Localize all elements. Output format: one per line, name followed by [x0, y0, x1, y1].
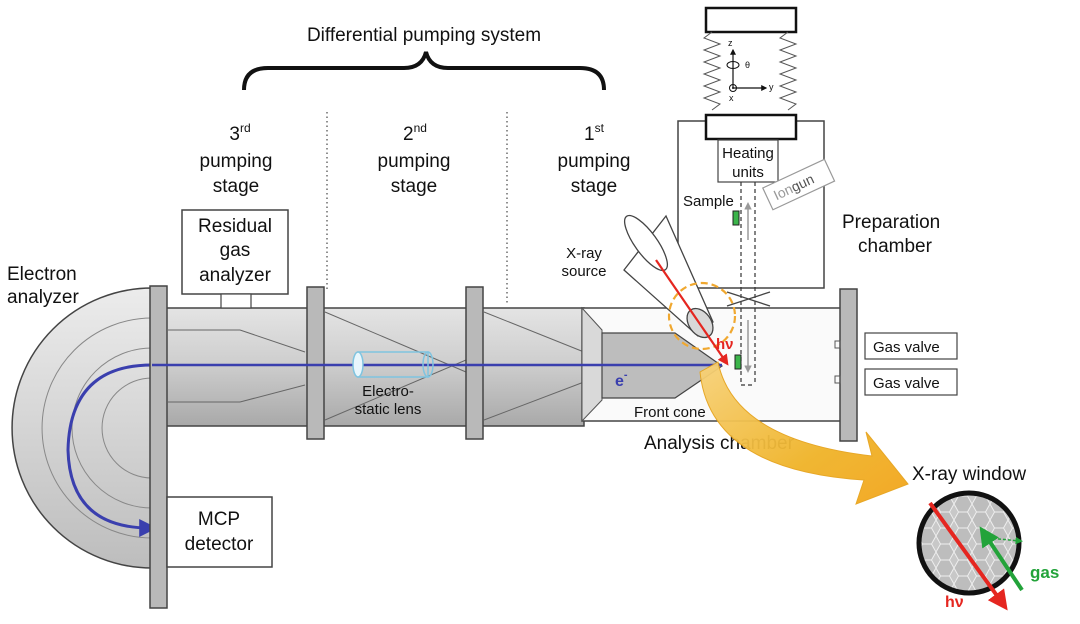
window-gas-flow [979, 526, 1024, 592]
electron-analyzer-label-1: Electron [7, 264, 77, 285]
svg-text:x: x [729, 93, 734, 103]
svg-text:stage: stage [571, 176, 617, 197]
sample-analysis-position [734, 354, 742, 370]
gas-valve-1[interactable]: Gas valve [864, 332, 958, 360]
window-gas-label: gas [1030, 563, 1059, 582]
rga-label-3: analyzer [199, 265, 271, 286]
flange-stage-3 [306, 286, 325, 440]
sample-label: Sample [683, 193, 734, 210]
residual-gas-analyzer [181, 209, 289, 295]
hv-label: hν [716, 336, 734, 353]
axes-indicator: z θ y x [726, 38, 774, 103]
electron-analyzer-label-2: analyzer [7, 287, 79, 308]
lens-label-2: static lens [355, 401, 422, 418]
transfer-tube [165, 307, 585, 427]
svg-text:z: z [728, 38, 733, 48]
rga-label-2: gas [220, 240, 251, 261]
heating-units [717, 139, 779, 183]
manipulator-top-flange [704, 6, 798, 34]
electrostatic-lens [352, 351, 434, 378]
svg-text:1st: 1st [584, 121, 605, 145]
svg-text:Gas valve: Gas valve [873, 375, 940, 392]
gas-diffusion-arrow [987, 536, 1023, 545]
window-hv-label: hν [945, 594, 964, 611]
svg-text:y: y [769, 82, 774, 92]
electron-symbol: e- [615, 369, 628, 390]
front-cone-label: Front cone [634, 404, 706, 421]
bellows-right [778, 31, 798, 111]
gate-valve [726, 291, 771, 307]
rga-port [220, 293, 252, 309]
svg-text:pumping: pumping [558, 151, 631, 172]
focus-highlight [667, 281, 737, 351]
xray-window-label: X-ray window [912, 464, 1026, 485]
stage-label-1st: 1st pumping stage [558, 121, 631, 197]
flange-chamber [839, 288, 858, 442]
svg-text:pumping: pumping [378, 151, 451, 172]
mcp-detector [166, 496, 273, 568]
zoom-arrow [699, 361, 909, 505]
svg-text:θ: θ [745, 60, 750, 70]
sample-prep-position [732, 210, 740, 226]
prep-chamber-label-2: chamber [858, 236, 933, 257]
svg-text:Gas valve: Gas valve [873, 339, 940, 356]
gas-valve-ports [834, 340, 841, 384]
bellows-left [702, 31, 722, 111]
heating-label-2: units [732, 164, 764, 181]
flange-analyzer [149, 285, 168, 609]
gas-valve-2[interactable]: Gas valve [864, 368, 958, 396]
manipulator-bottom-flange [704, 113, 798, 141]
xray-beam [655, 259, 729, 366]
flange-stage-2 [465, 286, 484, 440]
xray-source-label-1: X-ray [566, 245, 602, 262]
electron-analyzer [11, 287, 158, 569]
stage-label-2nd: 2nd pumping stage [378, 121, 451, 197]
analyzer-electron-path [66, 363, 158, 537]
stage-label-3rd: 3rd pumping stage [200, 121, 273, 197]
svg-text:stage: stage [213, 176, 259, 197]
window-xray-beam [928, 501, 1008, 611]
rga-label-1: Residual [198, 216, 272, 237]
tube-internals [168, 311, 585, 421]
svg-text:pumping: pumping [200, 151, 273, 172]
heating-label-1: Heating [722, 145, 774, 162]
svg-text:2nd: 2nd [403, 121, 427, 145]
xray-source-label-2: source [561, 263, 606, 280]
prep-chamber-label-1: Preparation [842, 212, 940, 233]
svg-text:stage: stage [391, 176, 437, 197]
diagram-title: Differential pumping system [307, 25, 541, 46]
lens-label-1: Electro- [362, 383, 414, 400]
ion-gun: Iongun [761, 158, 836, 211]
mcp-label-2: detector [185, 534, 254, 555]
mcp-label-1: MCP [198, 509, 240, 530]
svg-text:3rd: 3rd [229, 121, 250, 145]
pumping-system-brace [242, 51, 606, 91]
